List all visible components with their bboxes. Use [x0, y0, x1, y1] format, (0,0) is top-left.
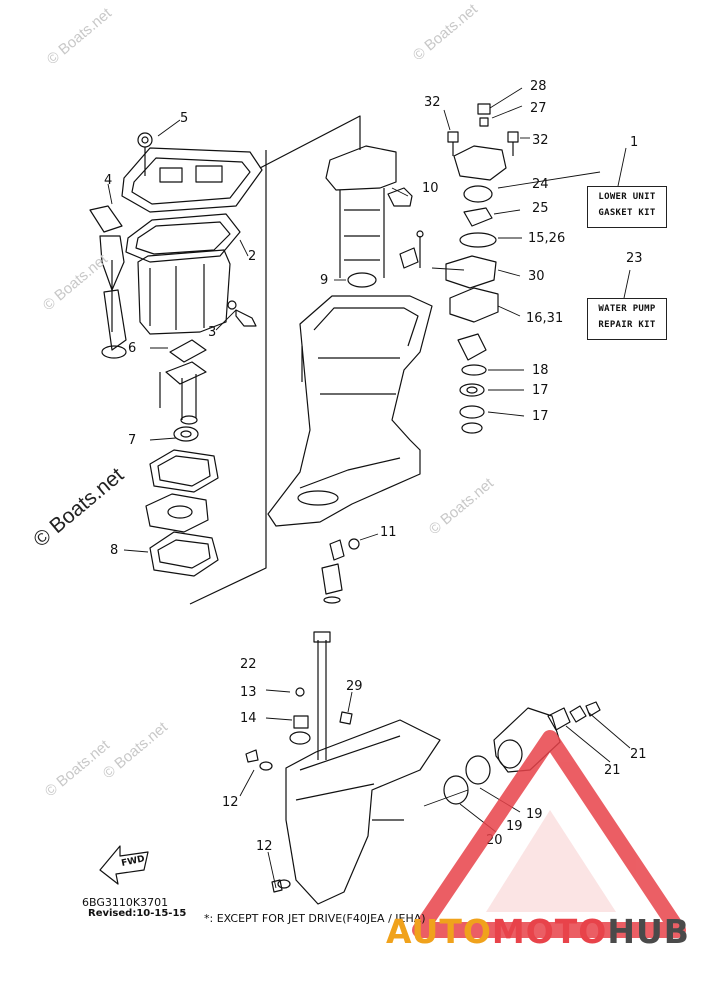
- brand-hub: HUB: [607, 912, 690, 951]
- callout-29: 29: [346, 679, 363, 694]
- leader-lines: [107, 87, 631, 889]
- callout-8: 8: [110, 543, 118, 558]
- water-pump-assembly: [445, 103, 519, 434]
- fwd-label: FWD: [121, 854, 146, 869]
- callout-17-upper: 17: [532, 383, 549, 398]
- callout-labels: 1 2 3 4 5 6 7 8 9 10 11 12 12 13 14 15,2…: [104, 79, 647, 854]
- callout-22: 22: [240, 657, 257, 672]
- callout-19-left: 19: [506, 819, 523, 834]
- callout-32-left: 32: [424, 95, 441, 110]
- automotohub-wordmark: AUTOMOTOHUB: [386, 912, 690, 951]
- callout-10: 10: [422, 181, 439, 196]
- callout-12-lower: 12: [256, 839, 273, 854]
- automotohub-triangle-logo: [412, 730, 686, 938]
- callout-17-lower: 17: [532, 409, 549, 424]
- callout-14: 14: [240, 711, 257, 726]
- callout-32-right: 32: [532, 133, 549, 148]
- brand-auto: AUTO: [386, 912, 492, 951]
- revision-date: Revised:10-15-15: [88, 908, 187, 919]
- callout-13: 13: [240, 685, 257, 700]
- assembly-bracket-lines: [189, 115, 361, 605]
- callout-3: 3: [208, 325, 216, 340]
- callout-7: 7: [128, 433, 136, 448]
- callout-6: 6: [128, 341, 136, 356]
- callout-15-26: 15,26: [528, 231, 565, 246]
- callout-9: 9: [320, 273, 328, 288]
- callout-25: 25: [532, 201, 549, 216]
- callout-28: 28: [530, 79, 547, 94]
- callout-11: 11: [380, 525, 397, 540]
- callout-16-31: 16,31: [526, 311, 563, 326]
- callout-21-left: 21: [604, 763, 621, 778]
- diagram-code: 6BG3110K3701: [82, 896, 169, 909]
- lower-unit-gasket-kit-box: LOWER UNIT GASKET KIT: [587, 186, 667, 228]
- callout-27: 27: [530, 101, 547, 116]
- brand-moto: MOTO: [491, 912, 608, 951]
- forward-arrow-icon: [99, 845, 149, 885]
- callout-24: 24: [532, 177, 549, 192]
- drive-shaft-housing: [267, 145, 433, 604]
- callout-4: 4: [104, 173, 112, 188]
- callout-5: 5: [180, 111, 188, 126]
- callout-19-right: 19: [526, 807, 543, 822]
- callout-1: 1: [630, 135, 638, 150]
- water-pump-repair-kit-box: WATER PUMP REPAIR KIT: [587, 298, 667, 340]
- upper-casing-assembly: [89, 132, 263, 577]
- callout-2: 2: [248, 249, 256, 264]
- callout-23: 23: [626, 251, 643, 266]
- callout-18: 18: [532, 363, 549, 378]
- jet-drive-note: *: EXCEPT FOR JET DRIVE(F40JEA / JEHA): [204, 912, 426, 925]
- callout-12-upper: 12: [222, 795, 239, 810]
- callout-21-right: 21: [630, 747, 647, 762]
- callout-30: 30: [528, 269, 545, 284]
